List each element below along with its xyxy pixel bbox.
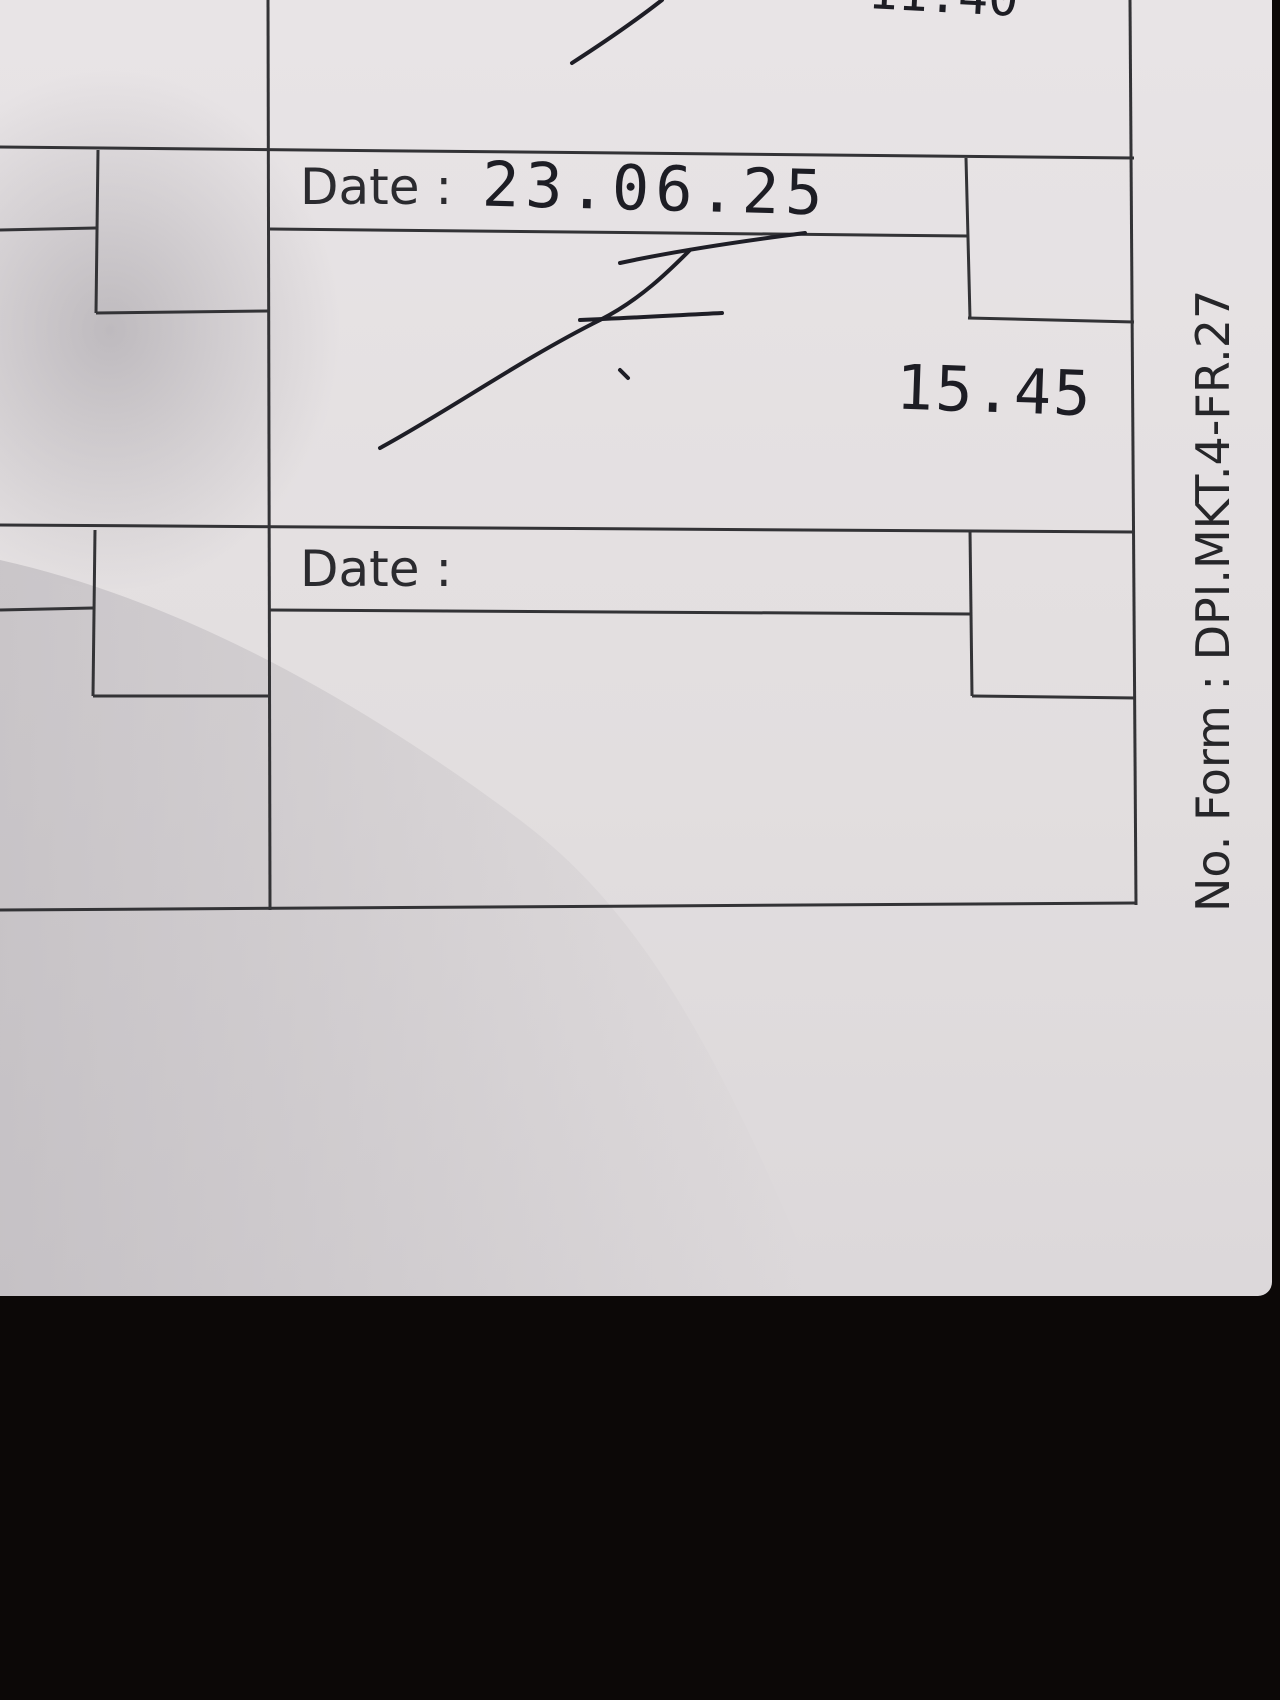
date-label-row3: Date : [300, 540, 453, 598]
date-label-row2: Date : [300, 158, 453, 216]
date-value-row2: 23.06.25 [481, 147, 830, 230]
time-row2: 15.45 [894, 350, 1094, 431]
form-number: No. Form : DPI.MKT.4-FR.27 [1186, 289, 1240, 912]
